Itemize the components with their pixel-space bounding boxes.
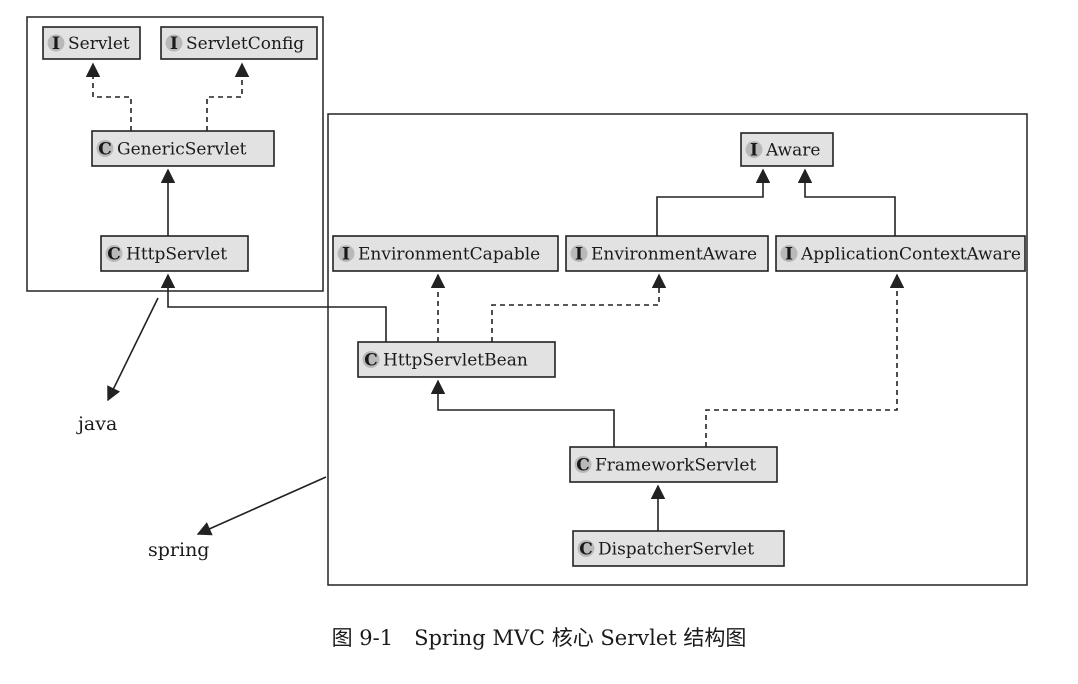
node-badge-letter: I <box>342 245 350 265</box>
node-badge-letter: C <box>107 245 121 265</box>
spring-label: spring <box>148 539 209 561</box>
node-label: ServletConfig <box>186 34 304 54</box>
node-box <box>775 235 1026 272</box>
interface-badge-icon <box>47 34 65 52</box>
java-package-box <box>26 16 324 292</box>
interface-node-application-context-aware: I ApplicationContextAware <box>775 235 1026 272</box>
class-badge-icon <box>574 456 592 473</box>
node-box <box>91 130 275 167</box>
interface-node-environment-capable: I EnvironmentCapable <box>332 235 559 272</box>
node-box <box>357 341 556 378</box>
interface-badge-icon <box>337 245 355 262</box>
node-label: DispatcherServlet <box>598 540 754 560</box>
java-pointer-arrow <box>107 297 159 402</box>
node-label: EnvironmentCapable <box>358 245 540 265</box>
edge-http-servlet-bean-to-environment-aware <box>491 273 667 342</box>
edge-generic-servlet-to-servlet-config <box>206 62 250 131</box>
interface-badge-icon <box>780 245 798 262</box>
java-label: java <box>76 413 117 435</box>
edges-layer <box>85 62 905 531</box>
interface-node-servlet-config: I ServletConfig <box>160 26 318 60</box>
node-label: Servlet <box>68 34 130 54</box>
node-badge-letter: I <box>575 245 583 265</box>
node-badge-letter: C <box>579 540 593 560</box>
class-badge-icon <box>96 140 114 157</box>
node-badge-letter: I <box>52 34 60 54</box>
node-label: FrameworkServlet <box>595 456 756 476</box>
edge-framework-servlet-to-http-servlet-bean <box>430 379 615 447</box>
node-box <box>160 26 318 60</box>
node-box <box>569 446 778 483</box>
node-badge-letter: I <box>750 141 758 161</box>
spring-package-box <box>327 113 1028 586</box>
edge-application-context-aware-to-aware <box>797 168 896 236</box>
figure-caption: 图 9-1 Spring MVC 核心 Servlet 结构图 <box>332 626 747 650</box>
node-badge-letter: C <box>98 140 112 160</box>
class-badge-icon <box>577 540 595 557</box>
node-badge-letter: I <box>785 245 793 265</box>
node-badge-letter: I <box>170 34 178 54</box>
edge-generic-servlet-to-servlet <box>85 62 132 131</box>
class-badge-icon <box>105 245 123 262</box>
node-label: ApplicationContextAware <box>800 245 1021 265</box>
node-box <box>572 530 785 567</box>
node-badge-letter: C <box>364 351 378 371</box>
node-label: HttpServlet <box>126 245 227 265</box>
edge-http-servlet-bean-to-http-servlet <box>160 273 387 342</box>
interface-badge-icon <box>745 141 763 158</box>
node-label: HttpServletBean <box>383 351 528 371</box>
node-label: GenericServlet <box>117 140 247 160</box>
interface-node-servlet: I Servlet <box>42 26 141 60</box>
node-box <box>332 235 559 272</box>
edge-environment-aware-to-aware <box>656 168 771 236</box>
interface-node-environment-aware: I EnvironmentAware <box>565 235 769 272</box>
node-box <box>100 235 249 272</box>
node-badge-letter: C <box>576 456 590 476</box>
class-badge-icon <box>362 351 380 368</box>
edge-framework-servlet-to-application-context-aware <box>705 273 905 447</box>
interface-badge-icon <box>165 34 183 52</box>
node-box <box>565 235 769 272</box>
node-label: EnvironmentAware <box>591 245 757 265</box>
interface-node-aware: I Aware <box>740 132 834 167</box>
node-label: Aware <box>765 141 820 161</box>
interface-badge-icon <box>570 245 588 262</box>
spring-pointer-arrow <box>196 476 327 536</box>
